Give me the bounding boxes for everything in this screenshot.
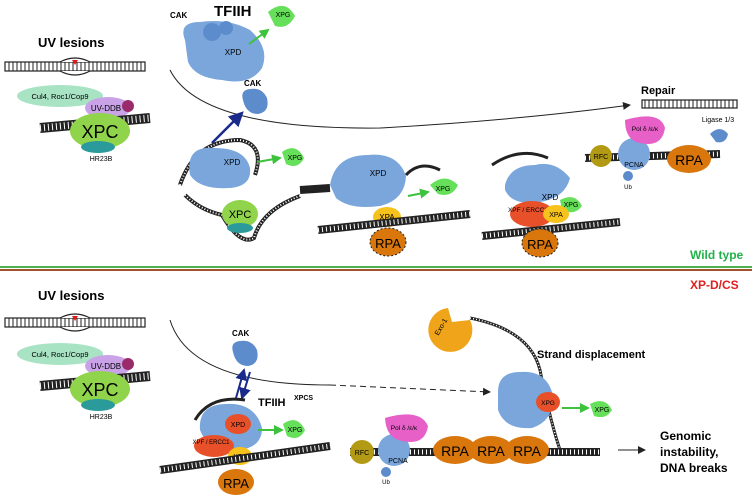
svg-text:Genomic: Genomic — [660, 429, 712, 443]
svg-text:RFC: RFC — [594, 154, 608, 161]
svg-text:Ub: Ub — [382, 480, 390, 486]
svg-text:XPG: XPG — [541, 400, 555, 407]
flow-arrow-mutant — [329, 384, 491, 396]
flow-arrow-repair — [169, 69, 631, 129]
svg-text:XPD: XPD — [231, 422, 245, 429]
svg-text:XPD: XPD — [542, 193, 559, 202]
svg-text:RPA: RPA — [675, 152, 703, 168]
svg-text:RPA: RPA — [375, 236, 401, 251]
exo1 — [428, 308, 473, 352]
svg-text:Pol δ /ε/κ: Pol δ /ε/κ — [632, 126, 659, 133]
svg-text:XPG: XPG — [288, 427, 303, 434]
svg-text:XPD: XPD — [370, 169, 387, 178]
svg-text:CAK: CAK — [170, 11, 188, 20]
svg-text:HR23B: HR23B — [90, 156, 113, 163]
svg-text:XPD: XPD — [224, 158, 241, 167]
xpc — [70, 113, 130, 149]
svg-text:Ub: Ub — [624, 185, 632, 191]
step-incision: XPD XPG XPF / ERCC1 XPA RPA — [481, 151, 621, 258]
svg-text:XPC: XPC — [229, 209, 252, 221]
lesion-dna — [4, 57, 146, 76]
cul4-complex — [17, 85, 103, 107]
mutant-panel: XP-D/CS UV lesions Cul4, Roc1/Cop9 UV-DD… — [4, 278, 739, 495]
svg-text:Cul4, Roc1/Cop9: Cul4, Roc1/Cop9 — [31, 350, 88, 359]
svg-text:RPA: RPA — [513, 443, 541, 459]
repaired-dna — [641, 99, 738, 109]
svg-text:HR23B: HR23B — [90, 414, 113, 421]
tfiih-complex: CAK TFIIH XPD XPG — [170, 3, 295, 82]
hr23b — [81, 141, 115, 153]
svg-text:RPA: RPA — [223, 476, 249, 491]
step-resynthesis: RFC PCNA Ub Pol δ /ε/κ RPA Ligase 1/3 — [584, 116, 734, 191]
svg-text:UV-DDB: UV-DDB — [91, 104, 121, 113]
step-xpa-rpa: XPD XPG XPA RPA — [317, 154, 471, 257]
tfiih-xpcs-complex: TFIIH XPCS XPD XPG XPF / ERCC1 XPA RPA — [159, 395, 331, 495]
xpd-cs-label: XP-D/CS — [690, 278, 739, 292]
svg-text:XPC: XPC — [81, 380, 118, 400]
wild-type-panel: UV lesions Cul4, Roc1/Cop9 UV-DDB XPC HR… — [4, 3, 744, 262]
svg-text:XPG: XPG — [288, 155, 303, 162]
svg-text:Cul4, Roc1/Cop9: Cul4, Roc1/Cop9 — [31, 92, 88, 101]
recognition-complex: Cul4, Roc1/Cop9 UV-DDB XPC HR23B — [17, 85, 151, 163]
svg-text:DNA breaks: DNA breaks — [660, 461, 728, 475]
svg-text:RFC: RFC — [355, 450, 369, 457]
step-unwinding: XPD XPG XPC — [178, 137, 331, 242]
svg-text:RPA: RPA — [527, 237, 553, 252]
svg-text:XPG: XPG — [276, 12, 291, 19]
svg-text:RPA: RPA — [441, 443, 469, 459]
svg-text:CAK: CAK — [244, 79, 262, 88]
svg-text:UV-DDB: UV-DDB — [91, 362, 121, 371]
cak-released: CAK — [211, 79, 268, 144]
strand-displacement-group: Exo-1 Strand displacement XPG XPG — [428, 308, 646, 451]
svg-text:XPCS: XPCS — [294, 395, 313, 402]
svg-text:Strand displacement: Strand displacement — [537, 349, 646, 361]
recognition-complex-mutant: Cul4, Roc1/Cop9 UV-DDB XPC HR23B — [17, 343, 151, 421]
lesion-mark — [72, 60, 78, 65]
xpg — [268, 5, 295, 27]
svg-text:instability,: instability, — [660, 445, 718, 459]
uv-lesions-label: UV lesions — [38, 35, 104, 50]
svg-text:XPF / ERCC1: XPF / ERCC1 — [192, 440, 230, 446]
svg-text:XPG: XPG — [436, 186, 451, 193]
svg-text:TFIIH: TFIIH — [214, 3, 252, 20]
svg-text:TFIIH: TFIIH — [258, 397, 286, 409]
wild-type-label: Wild type — [690, 248, 744, 262]
svg-text:XPA: XPA — [379, 213, 395, 222]
rpa-coated-strand: RFC PCNA Ub Pol δ /ε/κ RPA RPA RPA — [350, 414, 600, 486]
svg-text:XPC: XPC — [81, 122, 118, 142]
svg-text:CAK: CAK — [232, 329, 250, 338]
svg-text:XPA: XPA — [549, 212, 563, 219]
svg-text:PCNA: PCNA — [624, 162, 644, 169]
lesion-dna-mutant — [4, 313, 146, 332]
svg-text:XPG: XPG — [595, 407, 610, 414]
svg-text:Ligase 1/3: Ligase 1/3 — [702, 117, 734, 124]
svg-text:XPF / ERCC1: XPF / ERCC1 — [508, 207, 548, 214]
svg-text:XPG: XPG — [564, 202, 579, 209]
svg-text:Pol δ /ε/κ: Pol δ /ε/κ — [391, 425, 418, 432]
cak-mutant: CAK — [232, 329, 258, 400]
svg-text:PCNA: PCNA — [388, 458, 408, 465]
svg-text:XPD: XPD — [225, 48, 242, 57]
svg-text:UV lesions: UV lesions — [38, 288, 104, 303]
svg-text:RPA: RPA — [477, 443, 505, 459]
repair-label: Repair — [641, 85, 676, 97]
